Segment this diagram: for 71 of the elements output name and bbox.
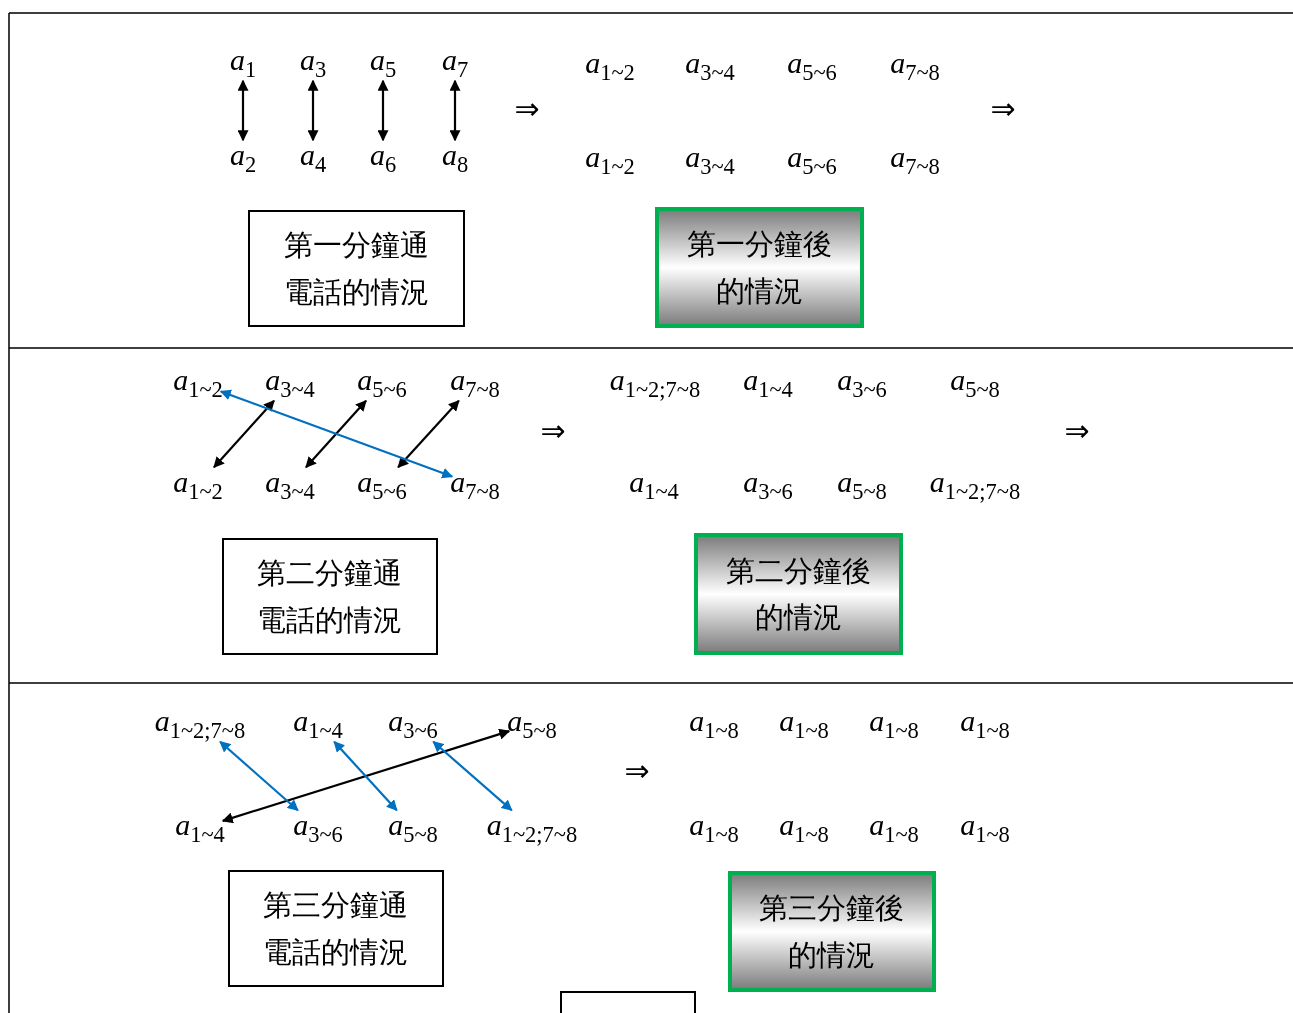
text-box: 第三分鐘後的情況 (728, 871, 936, 992)
variable-label: a$_{1~8}$ (960, 704, 1010, 744)
double-arrow (307, 79, 319, 142)
variable-label: a$_{1~4}$ (743, 363, 793, 403)
double-arrow (305, 399, 367, 469)
implication-symbol: ⇒ (990, 91, 1016, 125)
variable-label: a$_{5~6}$ (787, 140, 837, 180)
variable-label: a$_{1~2}$ (173, 363, 223, 403)
variable-label: a$_{1~8}$ (869, 704, 919, 744)
variable-label: a$_{1~4}$ (293, 704, 343, 744)
variable-label: a$_{7~8}$ (890, 140, 940, 180)
variable-label: a$_{7~8}$ (450, 363, 500, 403)
variable-label: a$_{1~4}$ (175, 808, 225, 848)
variable-label: a$_{3}$ (299, 43, 327, 83)
double-arrow (221, 728, 511, 824)
implication-symbol: ⇒ (540, 413, 566, 447)
variable-label: a$_{7~8}$ (450, 465, 500, 505)
variable-label: a$_{3~4}$ (265, 363, 315, 403)
variable-label: a$_{7}$ (441, 43, 469, 83)
variable-label: a$_{5~6}$ (787, 46, 837, 86)
text-box: 第二分鐘後的情況 (694, 533, 903, 655)
variable-label: a$_{7~8}$ (890, 46, 940, 86)
double-arrow (237, 79, 249, 142)
variable-label: a$_{1~8}$ (779, 808, 829, 848)
variable-label: a$_{5}$ (369, 43, 397, 83)
variable-label: a$_{3~6}$ (743, 465, 793, 505)
variable-label: a$_{1~2}$ (585, 46, 635, 86)
variable-label: a$_{1~2;7~8}$ (154, 704, 246, 744)
variable-label: a$_{8}$ (441, 138, 469, 178)
variable-label: a$_{2}$ (229, 138, 257, 178)
implication-symbol: ⇒ (1064, 413, 1090, 447)
implication-symbol: ⇒ (624, 753, 650, 787)
variable-label: a$_{1~4}$ (629, 465, 679, 505)
variable-label: a$_{1~2}$ (585, 140, 635, 180)
double-arrow (219, 740, 299, 812)
variable-label: a$_{5~8}$ (388, 808, 438, 848)
variable-label: a$_{3~6}$ (388, 704, 438, 744)
implication-symbol: ⇒ (514, 91, 540, 125)
double-arrow (377, 79, 389, 142)
variable-label: a$_{5~8}$ (950, 363, 1000, 403)
variable-label: a$_{5~6}$ (357, 465, 407, 505)
variable-label: a$_{6}$ (369, 138, 397, 178)
variable-label: a$_{1~2}$ (173, 465, 223, 505)
variable-label: a$_{3~4}$ (685, 140, 735, 180)
variable-label: a$_{3~6}$ (837, 363, 887, 403)
variable-label: a$_{1}$ (229, 43, 257, 83)
variable-label: a$_{1~2;7~8}$ (929, 465, 1021, 505)
variable-label: a$_{5~8}$ (837, 465, 887, 505)
text-box: 第一分鐘後的情況 (655, 207, 864, 328)
variable-label: a$_{1~2;7~8}$ (486, 808, 578, 848)
variable-label: a$_{5~6}$ (357, 363, 407, 403)
text-box: 第二分鐘通電話的情況 (222, 538, 438, 655)
text-box: 第一分鐘通電話的情況 (248, 210, 465, 327)
double-arrow (449, 79, 461, 142)
variable-label: a$_{3~4}$ (685, 46, 735, 86)
double-arrow (333, 740, 398, 812)
double-arrow (397, 399, 460, 469)
variable-label: a$_{4}$ (299, 138, 327, 178)
variable-label: a$_{1~8}$ (869, 808, 919, 848)
double-arrow (213, 399, 275, 469)
variable-label: a$_{5~8}$ (507, 704, 557, 744)
variable-label: a$_{3~6}$ (293, 808, 343, 848)
variable-label: a$_{1~8}$ (960, 808, 1010, 848)
variable-label: a$_{1~8}$ (689, 808, 739, 848)
variable-label: a$_{1~2;7~8}$ (609, 363, 701, 403)
text-box: 第三分鐘通電話的情況 (228, 870, 444, 987)
variable-label: a$_{3~4}$ (265, 465, 315, 505)
variable-label: a$_{1~8}$ (779, 704, 829, 744)
double-arrow (219, 389, 454, 479)
double-arrow (432, 740, 513, 812)
variable-label: a$_{1~8}$ (689, 704, 739, 744)
